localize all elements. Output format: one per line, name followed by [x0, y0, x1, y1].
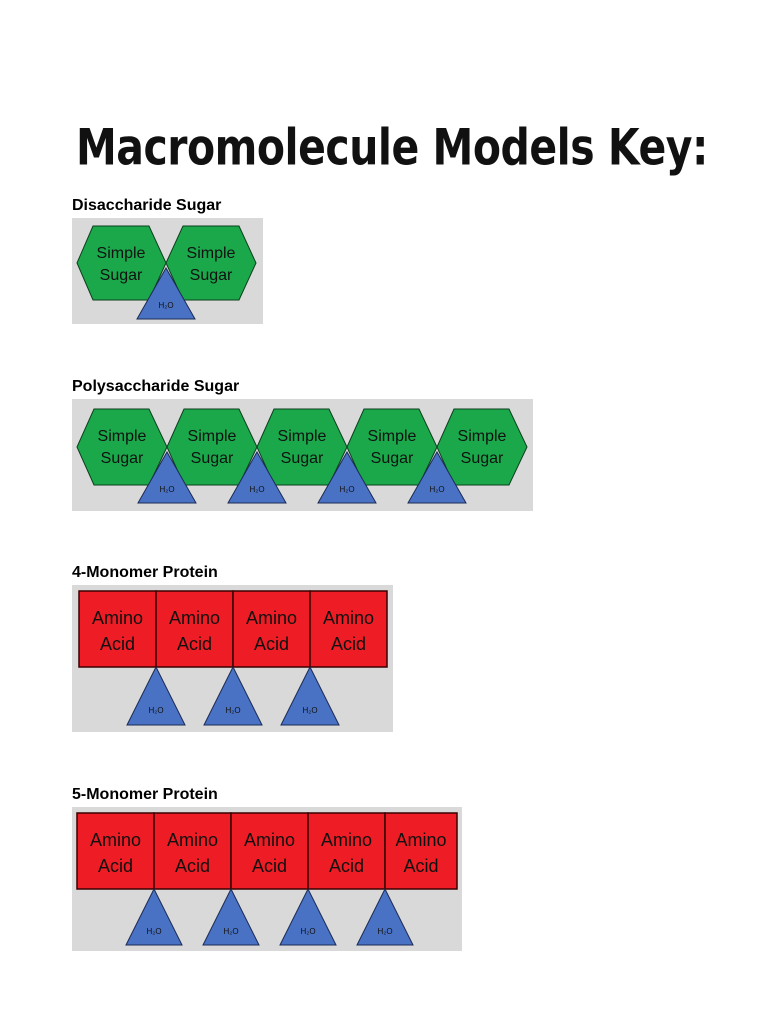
sugar-hexagon-icon	[76, 408, 168, 486]
amino-acid-rectangle-icon	[76, 812, 155, 890]
monomer-label-line1: Amino	[92, 608, 143, 628]
monomer-label-line2: Sugar	[371, 450, 414, 467]
amino-acid-rectangle-icon	[230, 812, 309, 890]
water-triangle-icon	[202, 887, 260, 946]
water-triangle-icon	[126, 665, 186, 726]
polysaccharide-diagram: Simple Sugar Simple Sugar Simple Sugar S…	[76, 408, 528, 504]
monomer-label-line1: Amino	[169, 608, 220, 628]
water-label: H₂O	[223, 927, 238, 936]
monomer-label-line2: Acid	[100, 634, 135, 654]
water-label: H₂O	[429, 485, 444, 494]
water-label: H₂O	[148, 706, 163, 715]
amino-acid-rectangle-icon	[307, 812, 386, 890]
water-label: H₂O	[300, 927, 315, 936]
water-triangle-icon	[125, 887, 183, 946]
section-label-5-monomer-protein: 5-Monomer Protein	[72, 786, 218, 803]
monomer-label-line1: Simple	[98, 428, 147, 445]
water-label: H₂O	[249, 485, 264, 494]
monomer-label-line2: Acid	[98, 856, 133, 876]
water-triangle-icon	[136, 266, 196, 320]
polysaccharide-model: Simple Sugar Simple Sugar Simple Sugar S…	[72, 399, 533, 511]
section-label-polysaccharide: Polysaccharide Sugar	[72, 378, 240, 395]
monomer-label-line2: Sugar	[190, 267, 233, 284]
water-label: H₂O	[146, 927, 161, 936]
amino-acid-rectangle-icon	[309, 590, 388, 668]
monomer-label-line2: Sugar	[461, 450, 504, 467]
monomer-label-line2: Sugar	[101, 450, 144, 467]
water-triangle-icon	[137, 450, 197, 504]
protein-4-diagram: Amino Acid Amino Acid Amino Acid Amino A…	[78, 590, 388, 726]
page-title: Macromolecule Models Key:	[76, 118, 708, 177]
disaccharide-diagram: Simple Sugar Simple Sugar H₂O	[76, 225, 257, 320]
monomer-label-line1: Simple	[97, 245, 146, 262]
section-label-disaccharide: Disaccharide Sugar	[72, 197, 222, 214]
sugar-hexagon-icon	[166, 408, 258, 486]
amino-acid-rectangle-icon	[384, 812, 458, 890]
monomer-label-line1: Amino	[90, 830, 141, 850]
monomer-label-line1: Simple	[368, 428, 417, 445]
monomer-label-line1: Simple	[187, 245, 236, 262]
monomer-label-line2: Acid	[175, 856, 210, 876]
water-label: H₂O	[225, 706, 240, 715]
monomer-label-line1: Amino	[321, 830, 372, 850]
water-triangle-icon	[317, 450, 377, 504]
monomer-label-line1: Simple	[458, 428, 507, 445]
sugar-hexagon-icon	[165, 225, 257, 301]
monomer-label-line1: Simple	[278, 428, 327, 445]
water-label: H₂O	[377, 927, 392, 936]
sugar-hexagon-icon	[76, 225, 167, 301]
sugar-hexagon-icon	[346, 408, 438, 486]
water-label: H₂O	[158, 301, 173, 310]
monomer-label-line2: Sugar	[281, 450, 324, 467]
water-triangle-icon	[203, 665, 263, 726]
monomer-label-line1: Amino	[395, 830, 446, 850]
protein-4-model: Amino Acid Amino Acid Amino Acid Amino A…	[72, 585, 393, 732]
monomer-label-line1: Amino	[246, 608, 297, 628]
water-label: H₂O	[339, 485, 354, 494]
monomer-label-line2: Acid	[403, 856, 438, 876]
monomer-label-line2: Acid	[329, 856, 364, 876]
water-triangle-icon	[356, 887, 414, 946]
amino-acid-rectangle-icon	[155, 590, 234, 668]
water-triangle-icon	[227, 450, 287, 504]
amino-acid-rectangle-icon	[153, 812, 232, 890]
disaccharide-model: Simple Sugar Simple Sugar H₂O	[72, 218, 263, 324]
monomer-label-line1: Amino	[167, 830, 218, 850]
monomer-label-line2: Acid	[254, 634, 289, 654]
sugar-hexagon-icon	[436, 408, 528, 486]
monomer-label-line1: Amino	[323, 608, 374, 628]
protein-5-model: Amino Acid Amino Acid Amino Acid Amino A…	[72, 807, 462, 951]
protein-5-diagram: Amino Acid Amino Acid Amino Acid Amino A…	[76, 812, 458, 946]
monomer-label-line2: Acid	[177, 634, 212, 654]
water-triangle-icon	[279, 887, 337, 946]
amino-acid-rectangle-icon	[78, 590, 157, 668]
water-triangle-icon	[407, 450, 467, 504]
monomer-label-line1: Amino	[244, 830, 295, 850]
sugar-hexagon-icon	[256, 408, 348, 486]
water-triangle-icon	[280, 665, 340, 726]
monomer-label-line1: Simple	[188, 428, 237, 445]
section-label-4-monomer-protein: 4-Monomer Protein	[72, 564, 218, 581]
monomer-label-line2: Sugar	[191, 450, 234, 467]
water-label: H₂O	[302, 706, 317, 715]
amino-acid-rectangle-icon	[232, 590, 311, 668]
monomer-label-line2: Acid	[252, 856, 287, 876]
water-label: H₂O	[159, 485, 174, 494]
monomer-label-line2: Acid	[331, 634, 366, 654]
monomer-label-line2: Sugar	[100, 267, 143, 284]
